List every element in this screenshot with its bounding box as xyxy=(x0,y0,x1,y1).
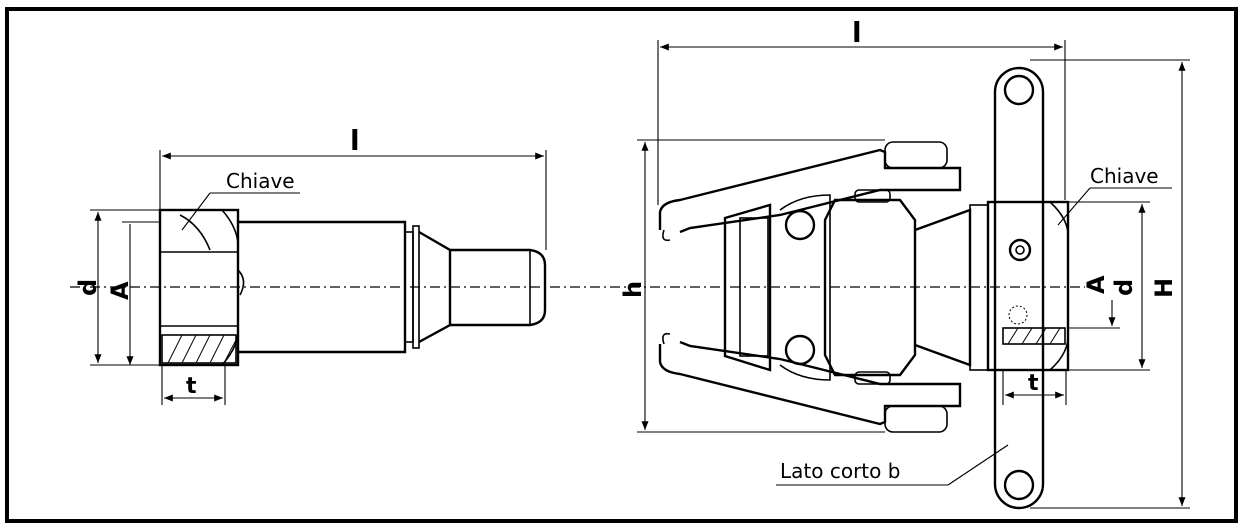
left-fitting xyxy=(158,208,547,367)
right-dimension-H xyxy=(1030,59,1190,509)
short-side-leader xyxy=(776,444,1009,486)
right-thread-hatching xyxy=(1002,327,1066,345)
left-label-d: d xyxy=(74,279,102,296)
right-dimension-d xyxy=(1068,201,1150,371)
right-label-l: l xyxy=(852,16,862,49)
left-label-l: l xyxy=(350,124,360,157)
right-label-A: A xyxy=(1082,275,1110,294)
left-label-key: Chiave xyxy=(226,169,295,193)
thread-hatching xyxy=(161,334,237,364)
right-label-key: Chiave xyxy=(1090,164,1159,188)
right-coupling xyxy=(658,66,1070,510)
right-label-h: h xyxy=(619,281,647,298)
right-label-t: t xyxy=(1028,371,1039,396)
left-key-leader xyxy=(181,192,300,231)
detent-circle xyxy=(1008,305,1028,325)
left-label-t: t xyxy=(186,374,197,399)
left-dimension-d xyxy=(90,209,160,366)
left-label-A: A xyxy=(106,281,134,300)
left-dimension-l xyxy=(159,150,547,250)
right-dimension-h xyxy=(637,139,885,433)
drawing-frame xyxy=(5,7,1238,523)
label-short-side: Lato corto b xyxy=(780,459,900,483)
right-label-d: d xyxy=(1110,279,1138,296)
right-dimension-t xyxy=(1002,370,1067,405)
right-key-leader xyxy=(1057,187,1172,226)
left-dimension-t xyxy=(161,365,226,405)
left-dimension-A xyxy=(122,221,160,365)
right-dimension-l xyxy=(657,40,1066,205)
right-label-H: H xyxy=(1150,278,1178,298)
right-dimension-A xyxy=(1068,300,1120,329)
